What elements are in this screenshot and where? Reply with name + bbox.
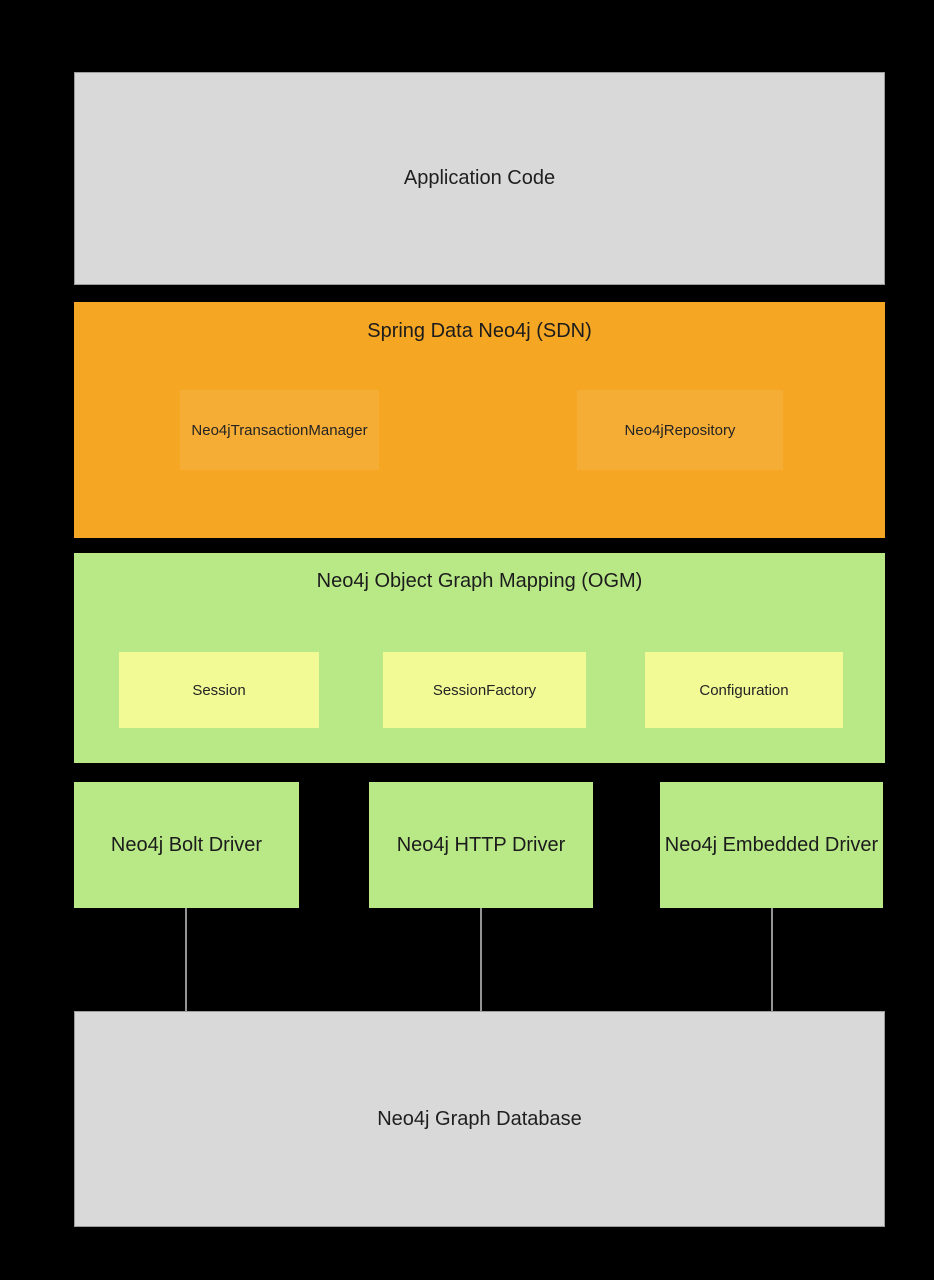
session-factory-label: SessionFactory (432, 681, 537, 699)
http-driver-box: Neo4j HTTP Driver (369, 782, 593, 908)
neo4j-repository-box: Neo4jRepository (577, 390, 783, 470)
session-label: Session (192, 681, 246, 699)
bolt-driver-connector-line (185, 908, 187, 1011)
graph-database-box: Neo4j Graph Database (74, 1011, 885, 1227)
session-box: Session (119, 652, 319, 728)
embedded-driver-connector-line (771, 908, 773, 1011)
neo4j-transaction-manager-box: Neo4jTransactionManager (180, 390, 379, 470)
application-code-box: Application Code (74, 72, 885, 285)
http-driver-connector-line (480, 908, 482, 1011)
neo4j-repository-label: Neo4jRepository (624, 421, 736, 439)
ogm-layer-box: Neo4j Object Graph Mapping (OGM) Session… (74, 553, 885, 763)
application-code-label: Application Code (403, 167, 556, 189)
neo4j-transaction-manager-label: Neo4jTransactionManager (191, 421, 368, 439)
bolt-driver-box: Neo4j Bolt Driver (74, 782, 299, 908)
configuration-label: Configuration (699, 681, 789, 699)
graph-database-label: Neo4j Graph Database (377, 1107, 582, 1130)
sdn-layer-title: Spring Data Neo4j (SDN) (367, 320, 592, 342)
bolt-driver-label: Neo4j Bolt Driver (110, 833, 263, 856)
embedded-driver-label: Neo4j Embedded Driver (664, 833, 879, 856)
embedded-driver-box: Neo4j Embedded Driver (660, 782, 883, 908)
http-driver-label: Neo4j HTTP Driver (396, 833, 566, 856)
sdn-layer-box: Spring Data Neo4j (SDN) Neo4jTransaction… (74, 302, 885, 538)
session-factory-box: SessionFactory (383, 652, 586, 728)
configuration-box: Configuration (645, 652, 843, 728)
ogm-layer-title: Neo4j Object Graph Mapping (OGM) (316, 570, 643, 592)
